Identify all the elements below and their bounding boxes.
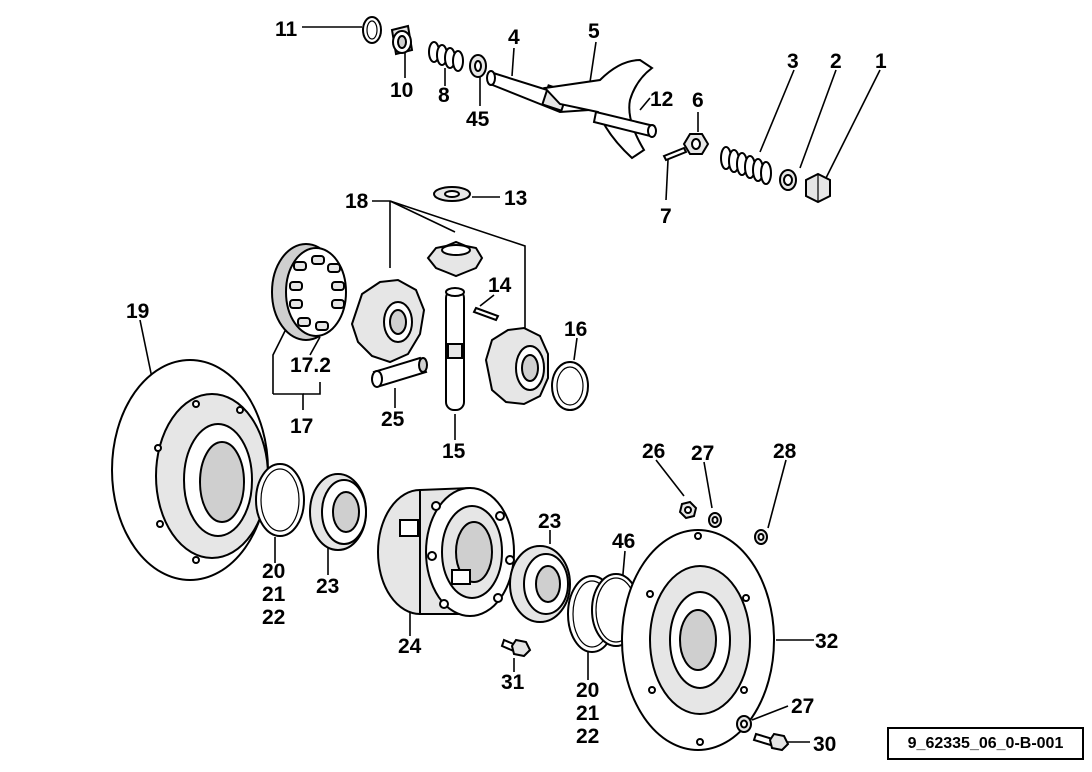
- callout-24: 24: [398, 635, 422, 658]
- part-31-bolt: [500, 638, 532, 658]
- callout-5: 5: [588, 20, 600, 43]
- callout-31: 31: [501, 671, 525, 694]
- callout-22-right: 22: [576, 725, 599, 748]
- part-18-pinion-gear-right: [484, 326, 549, 406]
- callout-30: 30: [813, 733, 836, 756]
- part-14-roll-pin: [472, 306, 500, 322]
- part-13-thrust-washer: [433, 186, 471, 202]
- reference-code-text: 9_62335_06_0-B-001: [907, 735, 1064, 752]
- part-23-bearing-left: [309, 473, 367, 551]
- callout-13: 13: [504, 187, 527, 210]
- callout-20-left: 20: [262, 560, 285, 583]
- callout-8: 8: [438, 84, 450, 107]
- callout-25: 25: [381, 408, 405, 431]
- part-2-sealing-ring: [779, 169, 797, 191]
- part-7-roll-pin: [662, 146, 688, 162]
- part-20-o-ring-left: [255, 463, 305, 537]
- part-16-thrust-ring: [551, 361, 589, 411]
- callout-21-right: 21: [576, 702, 600, 725]
- callout-45: 45: [466, 108, 490, 131]
- callout-17-2: 17.2: [290, 354, 331, 377]
- part-25-short-pin: [371, 356, 428, 388]
- part-19-housing-cover: [111, 359, 269, 581]
- callout-20-right: 20: [576, 679, 599, 702]
- part-24-differential-case: [377, 486, 515, 617]
- pin-set: [289, 255, 345, 331]
- part-30-bolt: [752, 732, 790, 752]
- part-18-pinion-gear-top: [426, 240, 484, 278]
- part-15-cross-shaft: [445, 287, 465, 411]
- callout-26: 26: [642, 440, 665, 463]
- part-23-bearing-right: [509, 545, 571, 623]
- callout-4: 4: [508, 26, 520, 49]
- part-1-plug: [805, 172, 831, 204]
- part-28-washer: [754, 529, 768, 545]
- part-6-nut: [682, 133, 710, 155]
- part-17-side-gear-with-pins: [271, 243, 347, 341]
- callout-2: 2: [830, 50, 842, 73]
- part-11-o-ring: [362, 16, 382, 44]
- part-27-washer-bottom: [736, 715, 752, 733]
- callout-7: 7: [660, 205, 672, 228]
- part-32-housing-cover-right: [621, 529, 775, 751]
- callout-46: 46: [612, 530, 635, 553]
- callout-10: 10: [390, 79, 413, 102]
- callout-6: 6: [692, 89, 704, 112]
- callout-23-left: 23: [316, 575, 339, 598]
- callout-27-top: 27: [691, 442, 714, 465]
- callout-15: 15: [442, 440, 466, 463]
- callout-23-right: 23: [538, 510, 561, 533]
- reference-code-box: 9_62335_06_0-B-001: [887, 727, 1084, 760]
- callout-3: 3: [787, 50, 799, 73]
- part-12-pin: [592, 110, 657, 138]
- leader-lines: [139, 26, 881, 743]
- part-8-spring: [428, 41, 464, 72]
- part-26-nut: [678, 500, 698, 520]
- callout-21-left: 21: [262, 583, 286, 606]
- part-5-shift-fork: [542, 58, 654, 160]
- callout-19: 19: [126, 300, 149, 323]
- callout-18: 18: [345, 190, 369, 213]
- callout-22-left: 22: [262, 606, 285, 629]
- callout-11: 11: [275, 18, 298, 41]
- callout-17: 17: [290, 415, 313, 438]
- part-45-washer: [469, 54, 487, 78]
- callout-16: 16: [564, 318, 587, 341]
- part-3-spring: [720, 146, 772, 185]
- callout-32: 32: [815, 630, 838, 653]
- part-27-washer-top: [708, 512, 722, 528]
- callout-27-bottom: 27: [791, 695, 814, 718]
- callout-14: 14: [488, 274, 512, 297]
- callout-28: 28: [773, 440, 797, 463]
- callout-labels: 11 10 8 45 4 5 12 6 7 3 2 1 13 18 14 16 …: [126, 18, 887, 756]
- callout-12: 12: [650, 88, 673, 111]
- callout-1: 1: [875, 50, 887, 73]
- part-10-bushing: [390, 24, 414, 56]
- part-18-side-gear-left: [350, 278, 426, 364]
